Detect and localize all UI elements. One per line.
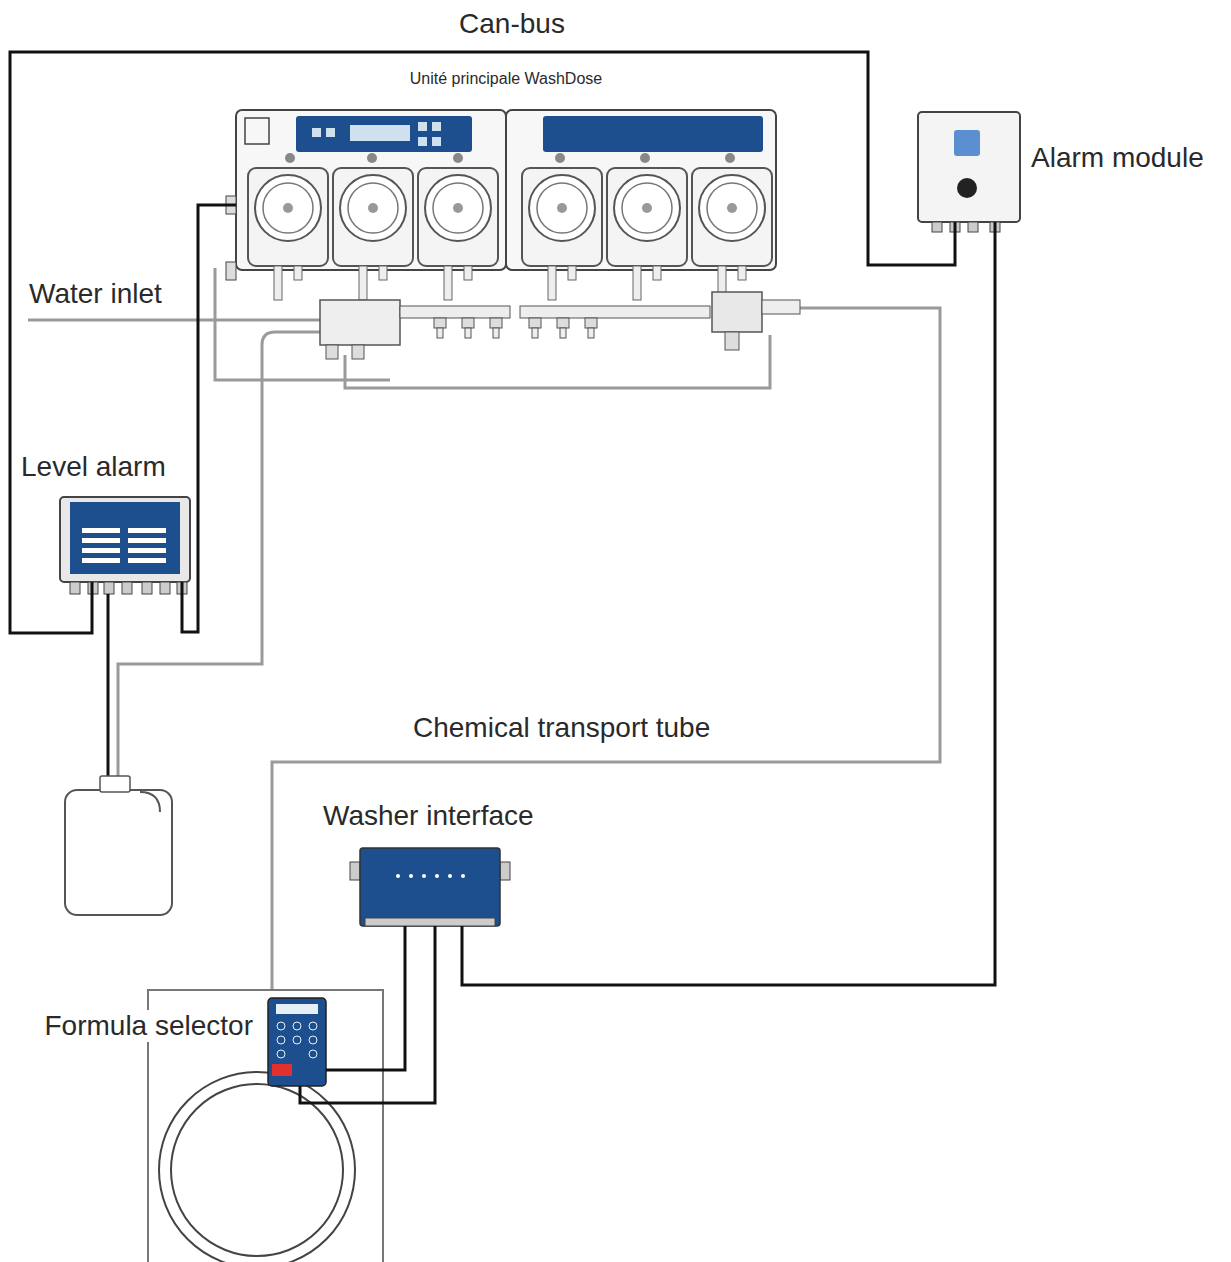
washer-interface: Washer interface bbox=[360, 848, 500, 926]
signal-cable bbox=[182, 205, 236, 632]
device-label: Unité principale WashDose bbox=[407, 70, 605, 88]
inlet-label: Water inlet bbox=[26, 278, 165, 310]
device-label: Washer interface bbox=[320, 800, 537, 832]
signal-cable bbox=[10, 52, 955, 633]
tube-label: Chemical transport tube bbox=[410, 712, 713, 744]
formula-selector: Formula selector bbox=[268, 998, 326, 1086]
signal-cable bbox=[462, 222, 995, 985]
signal-cable bbox=[300, 926, 435, 1103]
bus-label: Can-bus bbox=[456, 8, 568, 40]
signal-cable bbox=[326, 926, 405, 1070]
device-label: Alarm module bbox=[1028, 142, 1207, 174]
main-unit: Unité principale WashDose bbox=[236, 110, 776, 270]
level-alarm: Level alarm bbox=[60, 497, 190, 582]
device-label: Formula selector bbox=[41, 1010, 256, 1042]
device-label: Level alarm bbox=[18, 451, 169, 483]
alarm-module: Alarm module bbox=[918, 112, 1020, 222]
